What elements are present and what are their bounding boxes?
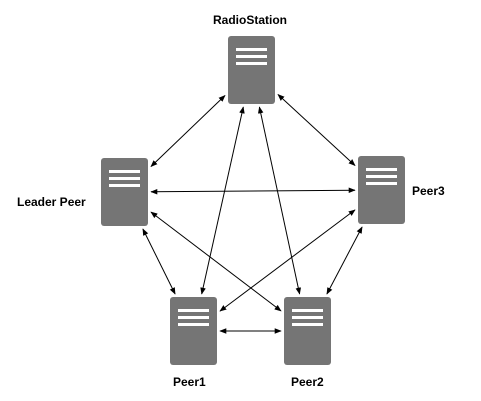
peer3-label: Peer3 <box>412 184 445 198</box>
edge-peer3-peer1 <box>219 209 356 312</box>
peer1-label: Peer1 <box>173 375 206 389</box>
server-icon <box>358 156 405 224</box>
edges-layer <box>142 94 363 334</box>
peer2-node <box>284 297 331 365</box>
edge-peer3-peer2 <box>326 226 363 295</box>
edge-radiostation-peer3 <box>277 94 356 166</box>
edge-radiostation-leader <box>150 95 226 167</box>
edge-leader-peer3 <box>150 187 356 195</box>
leader-node <box>101 158 148 226</box>
edge-leader-peer1 <box>142 228 176 295</box>
nodes-layer <box>101 36 405 365</box>
leader-peer-label: Leader Peer <box>17 195 86 209</box>
edge-leader-peer2 <box>150 211 282 312</box>
server-icon <box>284 297 331 365</box>
radiostation-node <box>228 36 275 104</box>
radiostation-label: RadioStation <box>213 13 287 27</box>
server-icon <box>101 158 148 226</box>
server-icon <box>228 36 275 104</box>
peer1-node <box>170 297 217 365</box>
peer2-label: Peer2 <box>291 375 324 389</box>
peer3-node <box>358 156 405 224</box>
server-icon <box>170 297 217 365</box>
